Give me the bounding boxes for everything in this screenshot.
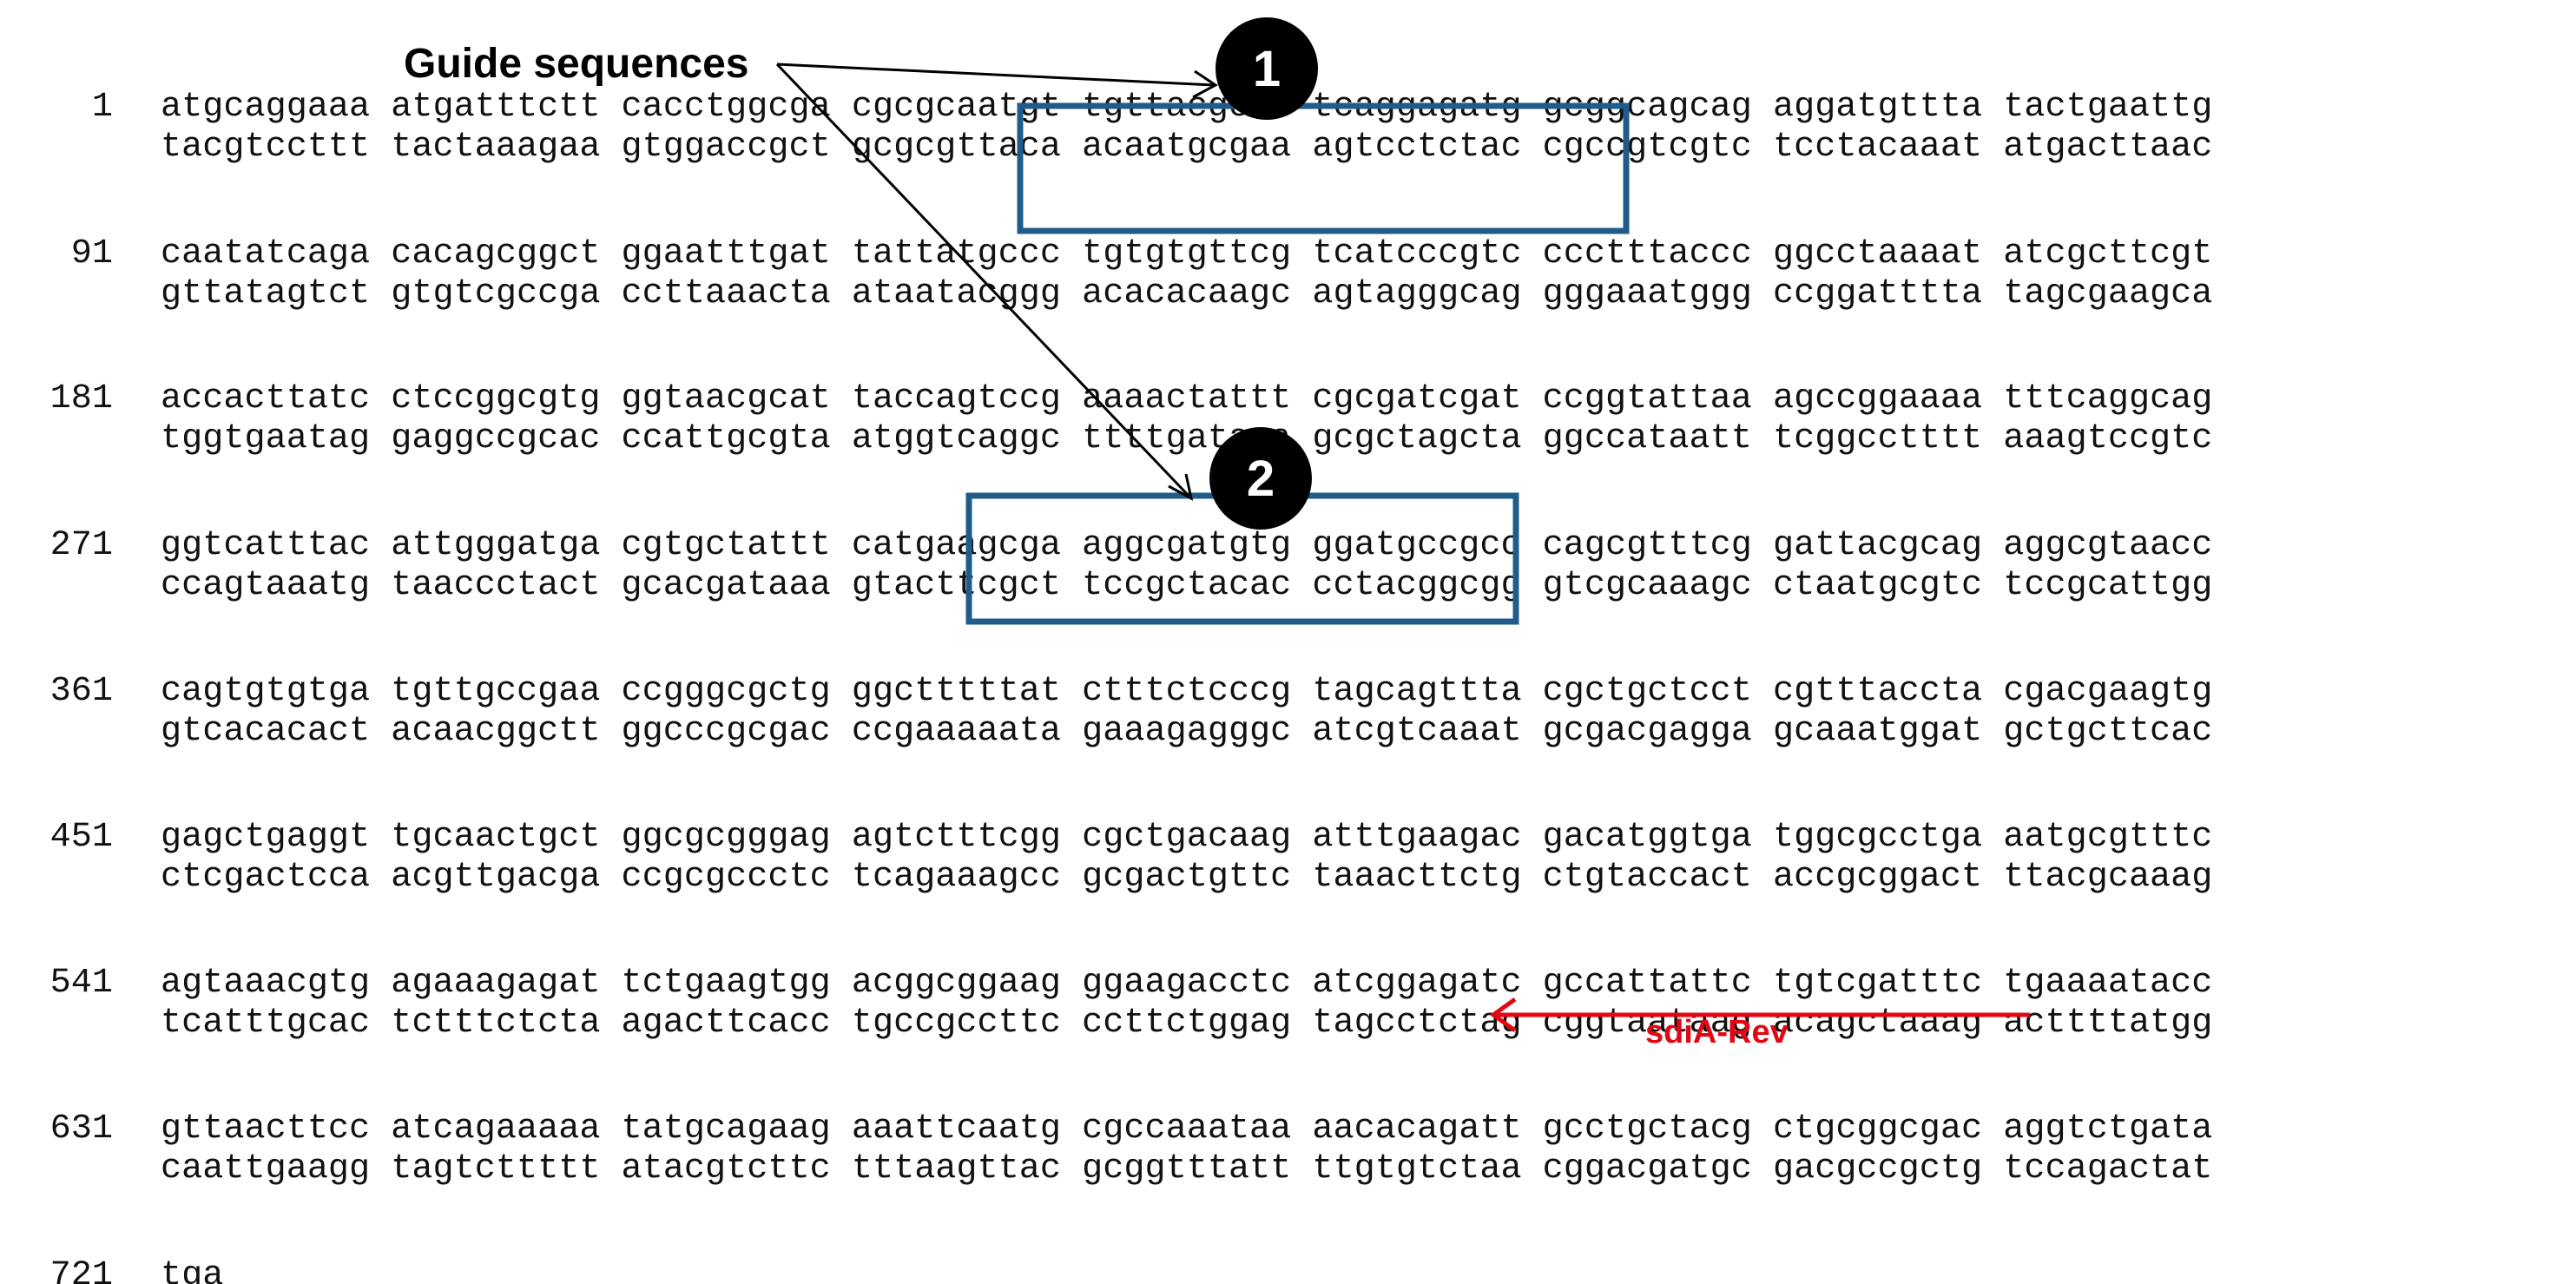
forward-strand: cagtgtgtga tgttgccgaa ccgggcgctg ggctttt…	[161, 672, 2213, 711]
forward-strand: caatatcaga cacagcggct ggaatttgat tattatg…	[161, 234, 2213, 273]
primer-label: sdiA-Rev	[1645, 1014, 1789, 1050]
forward-strand: ggtcatttac attgggatga cgtgctattt catgaag…	[161, 526, 2213, 565]
reverse-strand: tacgtccttt tactaaagaa gtggaccgct gcgcgtt…	[161, 128, 2213, 167]
primer-arrowhead	[1489, 997, 1517, 1033]
position-number: 451	[49, 818, 113, 857]
reverse-strand: ccagtaaatg taaccctact gcacgataaa gtacttc…	[161, 566, 2213, 605]
marker-2: 2	[1209, 427, 1312, 530]
guide-sequences-label: Guide sequences	[404, 41, 749, 87]
guide-arrow-1	[776, 63, 1215, 87]
position-number: 631	[49, 1110, 113, 1149]
position-number: 541	[49, 964, 113, 1003]
forward-strand: agtaaacgtg agaaagagat tctgaagtgg acggcgg…	[161, 964, 2213, 1003]
position-number: 271	[49, 526, 113, 565]
position-number: 1	[91, 88, 113, 127]
position-number: 361	[49, 672, 113, 711]
reverse-strand: ctcgactcca acgttgacga ccgcgccctc tcagaaa…	[161, 858, 2213, 897]
position-number: 181	[49, 379, 113, 418]
reverse-strand: gttatagtct gtgtcgccga ccttaaacta ataatac…	[161, 274, 2213, 313]
guide-arrowhead-2	[1168, 473, 1194, 501]
forward-strand: gttaacttcc atcagaaaaa tatgcagaag aaattca…	[161, 1110, 2213, 1149]
reverse-strand: caattgaagg tagtcttttt atacgtcttc tttaagt…	[161, 1149, 2213, 1189]
reverse-strand: tcatttgcac tctttctcta agacttcacc tgccgcc…	[161, 1004, 2213, 1043]
forward-strand: accacttatc ctccggcgtg ggtaacgcat taccagt…	[161, 379, 2213, 418]
reverse-strand: tggtgaatag gaggccgcac ccattgcgta atggtca…	[161, 419, 2213, 458]
marker-1: 1	[1216, 17, 1318, 120]
guide-arrowhead-1	[1192, 69, 1218, 99]
position-number: 91	[70, 234, 113, 273]
forward-strand: tga	[161, 1256, 224, 1284]
position-number: 721	[49, 1256, 113, 1284]
guide-box-1	[1017, 102, 1630, 234]
reverse-strand: gtcacacact acaacggctt ggcccgcgac ccgaaaa…	[161, 712, 2213, 751]
guide-arrow-2	[775, 63, 1191, 498]
forward-strand: gagctgaggt tgcaactgct ggcgcgggag agtcttt…	[161, 818, 2213, 857]
